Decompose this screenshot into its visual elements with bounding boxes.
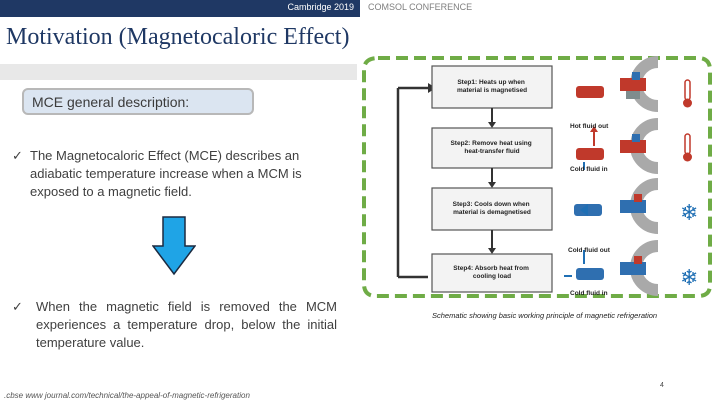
svg-text:❄: ❄	[680, 201, 698, 226]
snowflake-thermometer-icon: ❄	[680, 266, 698, 291]
header-bar: Cambridge 2019 COMSOL CONFERENCE	[0, 0, 720, 17]
bullet-text-1: The Magnetocaloric Effect (MCE) describe…	[30, 148, 302, 199]
snowflake-thermometer-icon: ❄	[680, 201, 698, 226]
magnetic-refrigeration-diagram: Step1: Heats up when material is magneti…	[362, 56, 712, 298]
step-arrowhead-3	[488, 248, 496, 254]
check-icon: ✓	[12, 148, 23, 163]
svg-text:❄: ❄	[680, 266, 698, 291]
step-arrowhead-1	[488, 122, 496, 128]
slide-title: Motivation (Magnetocaloric Effect)	[6, 24, 350, 50]
step-box-3: Step3: Cools down when material is demag…	[431, 187, 553, 231]
magnet-icon	[620, 240, 659, 296]
hot-fluid-out-label: Hot fluid out	[570, 123, 609, 130]
bullet-item-2: ✓ When the magnetic field is removed the…	[12, 298, 337, 352]
diagram-caption: Schematic showing basic working principl…	[432, 311, 658, 320]
section-label-box: MCE general description:	[22, 88, 254, 115]
down-arrow-icon	[152, 216, 196, 276]
svg-text:Step3: Cools down when m: Step3: Cools down when material is demag…	[453, 201, 532, 216]
thermometer-hot-icon	[683, 79, 692, 108]
svg-text:Step4: Absorb heat from: Step4: Absorb heat from cooling load	[453, 265, 530, 280]
cold-fluid-in-label-2: Cold fluid in	[570, 290, 608, 297]
conference-name: COMSOL CONFERENCE	[368, 2, 473, 12]
conference-location: Cambridge 2019	[287, 2, 354, 12]
thermometer-hot-icon	[683, 133, 692, 162]
step-box-4: Step4: Absorb heat from cooling load	[431, 253, 553, 293]
header-left-band: Cambridge 2019	[0, 0, 360, 17]
magnet-icon	[620, 56, 659, 112]
cold-fluid-in-label: Cold fluid in	[570, 166, 608, 173]
magnet-icon	[620, 178, 659, 234]
hot-fluid-arrowhead	[590, 126, 598, 132]
bullet-item-1: ✓ The Magnetocaloric Effect (MCE) descri…	[12, 147, 337, 201]
step-arrowhead-2	[488, 182, 496, 188]
material-block-hot	[576, 86, 604, 98]
dashed-border	[362, 56, 712, 298]
material-block-cold	[576, 268, 604, 280]
svg-text:Step1: Heats up when mat: Step1: Heats up when material is magneti…	[457, 79, 527, 94]
section-label: MCE general description:	[32, 94, 190, 110]
material-block-hot	[576, 148, 604, 160]
cold-fluid-out-label: Cold fluid out	[568, 247, 611, 254]
cold-fluid-arrowhead	[580, 204, 588, 216]
svg-text:Step2: Remove heat using: Step2: Remove heat using heat-transfer f…	[450, 140, 533, 155]
check-icon: ✓	[12, 299, 23, 314]
magnet-icon	[620, 118, 659, 174]
page-number: 4	[660, 382, 664, 389]
header-right-band: COMSOL CONFERENCE	[360, 0, 720, 17]
step-box-2: Step2: Remove heat using heat-transfer f…	[431, 127, 553, 169]
title-underline-band	[0, 64, 357, 80]
bullet-text-2: When the magnetic field is removed the M…	[36, 299, 337, 350]
step-box-1: Step1: Heats up when material is magneti…	[431, 65, 553, 109]
source-link[interactable]: .cbse www journal.com/technical/the-appe…	[4, 391, 250, 400]
